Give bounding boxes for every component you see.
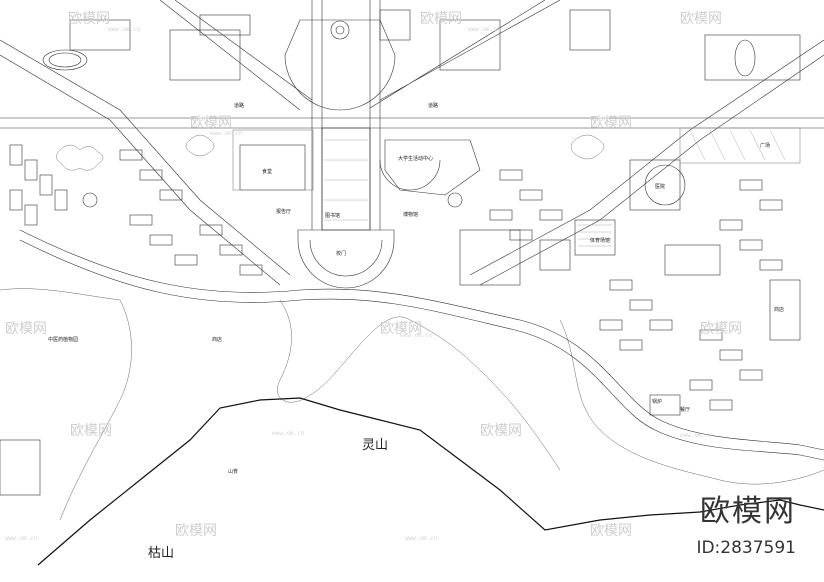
building-se-boiler [649,394,681,416]
label-hospital: 医院 [655,184,666,190]
building-nw-2 [169,29,241,81]
central-plaza [321,127,371,231]
watermark-url: www.om.cn [680,432,713,439]
perimeter-road-edge [19,239,824,461]
watermark-url: www.om.cn [108,26,141,33]
watermark-text: 欧模网 [590,523,632,539]
watermark-text: 欧模网 [420,11,462,27]
contour-line-west [0,288,132,521]
watermark-text: 欧模网 [190,115,232,131]
contour-line-east [559,319,824,485]
label-shanji: 山脊 [228,469,239,475]
road-inner-diagonal-right [369,0,561,109]
label-kushan: 枯山 [148,546,175,561]
building-nw-3 [199,14,251,36]
hatch-plaza-east [689,129,786,161]
tree-cluster-right [570,134,605,160]
sports-courts [459,219,721,286]
roundabout-north-inner [335,25,345,35]
watermark-url: www.om.cn [405,535,438,542]
road-central-axis [311,0,381,230]
perimeter-road [19,229,824,451]
label-east-road: 道路 [428,103,439,109]
auditorium-fan [284,19,396,111]
label-canteen-2: 餐厅 [680,407,691,413]
label-museum: 博物馆 [403,212,419,218]
label-shop-right: 商店 [774,307,785,313]
roundabout-west [82,192,98,208]
building-sw [0,439,41,496]
label-dining-hall: 食堂 [262,169,273,175]
tree-cluster-left [56,144,104,171]
road-northwest-diagonal [0,39,291,276]
label-shop-left: 商店 [212,337,223,343]
watermark-text: 欧模网 [680,11,722,27]
watermark-url: www.om.cn [210,130,243,137]
student-center-arc [379,159,441,191]
watermark-url: www.om.cn [5,535,38,542]
watermark-text: 欧模网 [68,11,110,27]
label-gate: 校门 [336,251,347,257]
brand-id: ID:2837591 [696,538,796,558]
label-lingshan: 灵山 [362,438,389,453]
label-sports-center: 体育场馆 [590,238,611,244]
contour-line-center [277,299,561,471]
building-ne-2 [569,9,611,51]
sports-field-ne [704,34,801,81]
brand-name: 欧模网 [700,494,796,529]
label-hall: 报告厅 [276,209,292,215]
road-northwest-diagonal-edge [0,54,281,286]
plaza-hatch-left [232,129,314,191]
building-nw-1 [69,19,131,51]
building-north-right [379,9,411,41]
oval-field-nw-inner [48,52,82,68]
building-ne-1 [439,19,501,71]
watermark-text: 欧模网 [5,321,47,337]
dormitory-cluster-east [489,169,783,411]
gym-dome [644,164,686,206]
watermark-text: 欧模网 [590,115,632,131]
label-north-road: 道路 [234,103,245,109]
oval-field-nw [42,49,88,71]
road-northeast-diagonal [469,39,824,276]
dormitory-cluster-west [9,144,263,276]
label-student-center: 大学生活动中心 [398,156,434,162]
watermark-url: www.om.cn [272,430,305,437]
hatch-court [578,224,612,247]
central-semicircle-plaza [297,229,395,289]
watermark-url: www.om.cn [468,26,501,33]
roundabout-north [330,20,350,40]
mountain-ridge-line [37,397,824,566]
watermark-url: www.om.cn [400,332,433,339]
label-library: 图书馆 [325,213,341,219]
watermark-text: 欧模网 [700,321,742,337]
plaza-hatch-east [679,127,801,164]
label-plaza: 广场 [760,143,771,149]
watermark-text: 欧模网 [175,523,217,539]
hatch-plaza-central [324,139,368,221]
label-zhongyi-garden: 中医药植物园 [48,337,79,343]
tree-cluster-mid [185,134,215,157]
building-east-edge [769,279,801,341]
student-center-building [384,139,481,196]
watermark-text: 欧模网 [70,423,112,439]
dining-hall-building [239,144,306,191]
roundabout-east [447,192,463,208]
label-boiler: 锅炉 [652,399,663,405]
central-semicircle-inner [309,239,383,277]
watermark-text: 欧模网 [380,321,422,337]
gym-building [629,159,681,211]
watermark-text: 欧模网 [480,423,522,439]
track-ne [734,39,756,77]
road-inner-diagonal-left [159,0,313,111]
